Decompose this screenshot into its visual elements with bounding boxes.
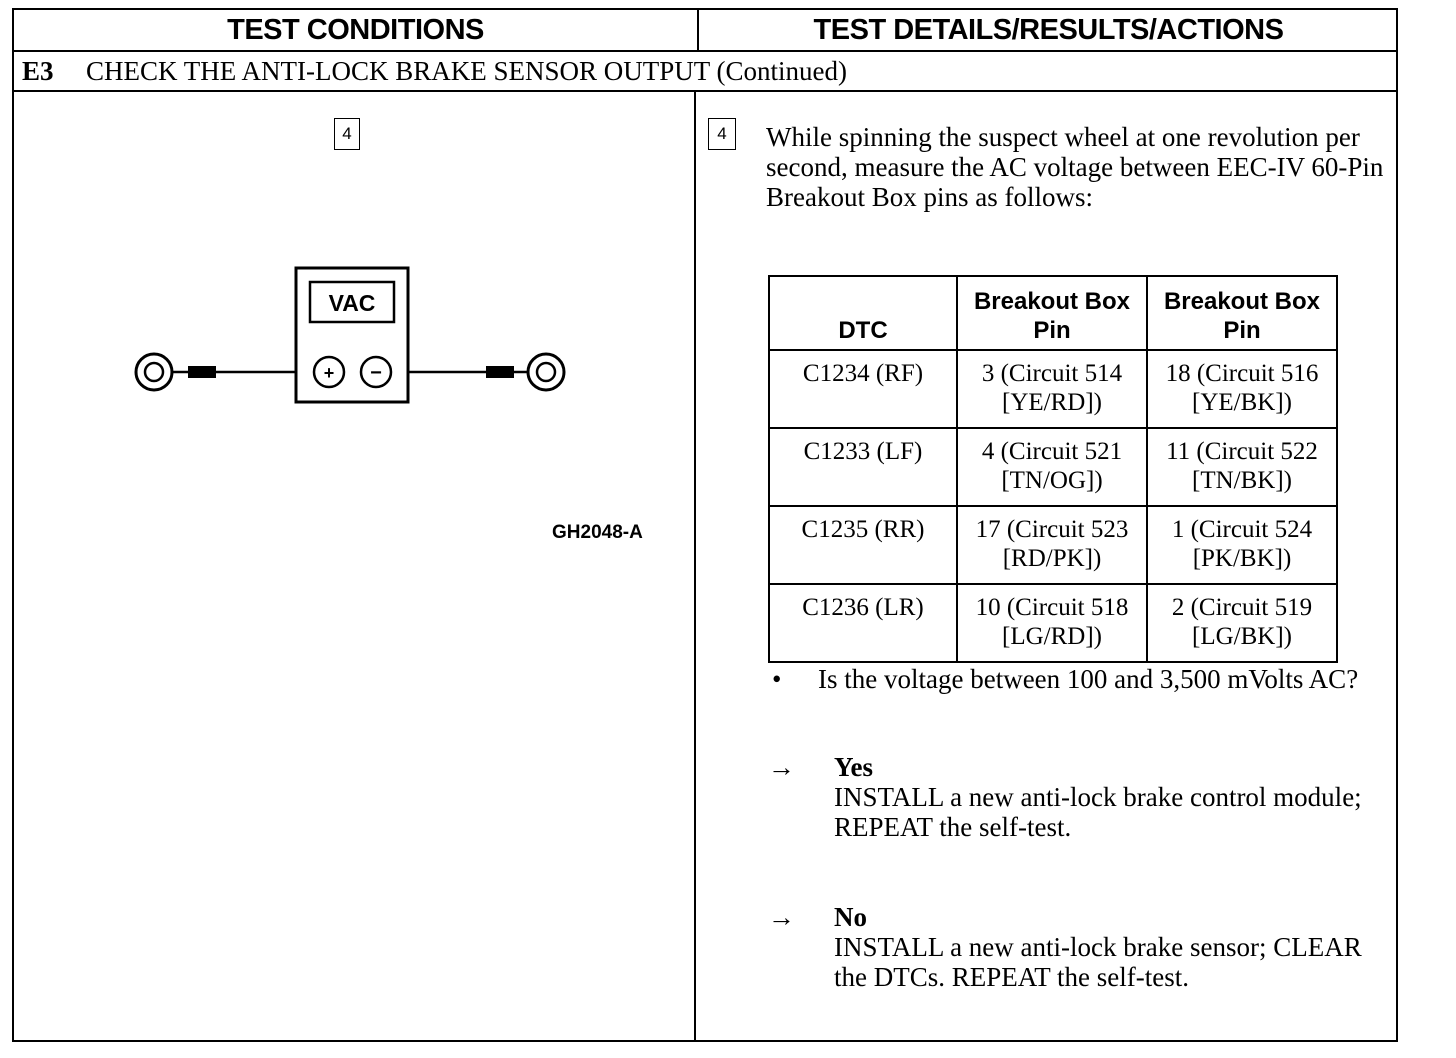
cell-pin-b: 2 (Circuit 519 [LG/BK]) xyxy=(1146,583,1338,663)
header-dtc: DTC xyxy=(768,275,958,351)
table-row: C1234 (RF) 3 (Circuit 514 [YE/RD]) 18 (C… xyxy=(768,349,1338,429)
left-jack-outer xyxy=(134,352,174,392)
cell-pin-b: 1 (Circuit 524 [PK/BK]) xyxy=(1146,505,1338,585)
table-row: C1233 (LF) 4 (Circuit 521 [TN/OG]) 11 (C… xyxy=(768,427,1338,507)
table-header-row: DTC Breakout Box Pin Breakout Box Pin xyxy=(768,275,1338,351)
result-yes: → Yes INSTALL a new anti-lock brake cont… xyxy=(766,752,1386,842)
right-jack-inner xyxy=(535,361,557,383)
table-row: C1236 (LR) 10 (Circuit 518 [LG/RD]) 2 (C… xyxy=(768,583,1338,663)
header-pin-b: Breakout Box Pin xyxy=(1146,275,1338,351)
header-test-details: TEST DETAILS/RESULTS/ACTIONS xyxy=(813,13,1284,46)
cell-dtc: C1233 (LF) xyxy=(768,427,958,507)
cell-dtc: C1236 (LR) xyxy=(768,583,958,663)
title-rule xyxy=(14,90,1396,92)
table-row: C1235 (RR) 17 (Circuit 523 [RD/PK]) 1 (C… xyxy=(768,505,1338,585)
no-action: INSTALL a new anti-lock brake sensor; CL… xyxy=(834,932,1362,992)
left-jack-inner xyxy=(143,361,165,383)
question-text: Is the voltage between 100 and 3,500 mVo… xyxy=(818,664,1359,694)
arrow-icon: → xyxy=(768,752,795,782)
cell-pin-b: 18 (Circuit 516 [YE/BK]) xyxy=(1146,349,1338,429)
breakout-pin-table: DTC Breakout Box Pin Breakout Box Pin C1… xyxy=(768,275,1338,663)
header-divider xyxy=(697,10,699,50)
step-instruction: While spinning the suspect wheel at one … xyxy=(766,122,1384,212)
arrow-icon: → xyxy=(768,902,795,932)
header-pin-a: Breakout Box Pin xyxy=(956,275,1148,351)
negative-terminal xyxy=(359,355,393,389)
no-label: No xyxy=(834,902,867,932)
cell-pin-a: 17 (Circuit 523 [RD/PK]) xyxy=(956,505,1148,585)
meter-label: VAC xyxy=(329,290,376,316)
cell-pin-a: 3 (Circuit 514 [YE/RD]) xyxy=(956,349,1148,429)
cell-pin-a: 4 (Circuit 521 [TN/OG]) xyxy=(956,427,1148,507)
cell-dtc: C1234 (RF) xyxy=(768,349,958,429)
cell-pin-a: 10 (Circuit 518 [LG/RD]) xyxy=(956,583,1148,663)
minus-symbol: − xyxy=(370,362,382,384)
yes-action: INSTALL a new anti-lock brake control mo… xyxy=(834,782,1362,842)
right-step-number: 4 xyxy=(708,118,736,150)
voltmeter-diagram: VAC + − xyxy=(134,266,566,404)
question-item: • Is the voltage between 100 and 3,500 m… xyxy=(766,664,1386,694)
document-frame: TEST CONDITIONS TEST DETAILS/RESULTS/ACT… xyxy=(12,8,1398,1042)
result-no: → No INSTALL a new anti-lock brake senso… xyxy=(766,902,1386,992)
column-divider xyxy=(694,92,696,1042)
right-lead-plug xyxy=(486,366,514,378)
meter-display xyxy=(308,280,396,324)
left-step-number: 4 xyxy=(334,118,360,150)
bullet: • xyxy=(772,664,782,694)
cell-dtc: C1235 (RR) xyxy=(768,505,958,585)
section-title: CHECK THE ANTI-LOCK BRAKE SENSOR OUTPUT … xyxy=(86,55,848,86)
cell-pin-b: 11 (Circuit 522 [TN/BK]) xyxy=(1146,427,1338,507)
left-lead-plug xyxy=(188,366,216,378)
header-rule xyxy=(14,50,1396,52)
positive-terminal xyxy=(312,355,346,389)
section-title-row: E3 CHECK THE ANTI-LOCK BRAKE SENSOR OUTP… xyxy=(14,52,1396,90)
plus-symbol: + xyxy=(324,363,335,383)
yes-label: Yes xyxy=(834,752,873,782)
figure-code: GH2048-A xyxy=(552,522,643,543)
section-code: E3 xyxy=(22,55,54,86)
right-jack-outer xyxy=(526,352,566,392)
header-test-conditions: TEST CONDITIONS xyxy=(227,13,484,46)
